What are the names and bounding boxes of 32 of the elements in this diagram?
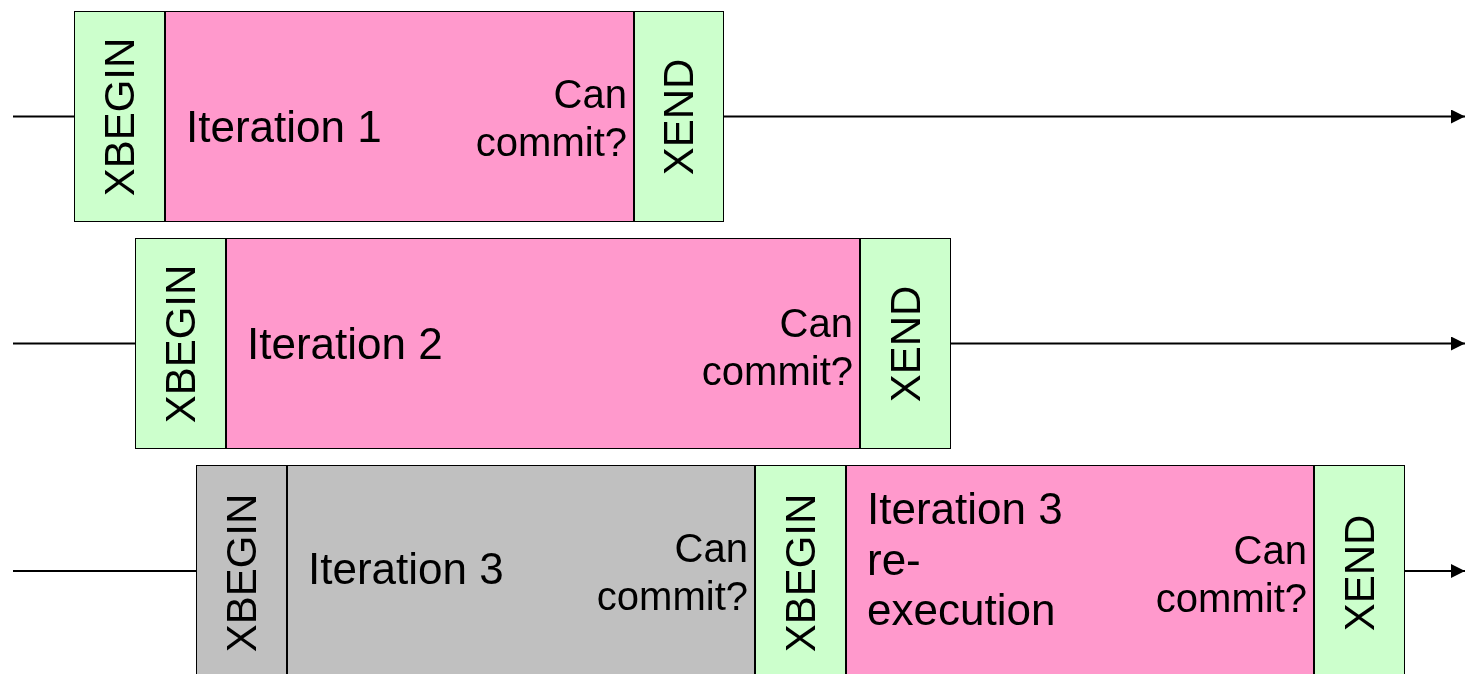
arrow bbox=[723, 109, 1466, 124]
iteration-label: Iteration 3 re-execution bbox=[867, 484, 1064, 636]
instruction-label: XBEGIN bbox=[159, 264, 202, 423]
commit-question: Can commit? bbox=[474, 71, 627, 166]
iteration-box bbox=[165, 11, 634, 222]
marker-box bbox=[196, 465, 287, 674]
marker-box bbox=[860, 238, 951, 449]
marker-box bbox=[135, 238, 226, 449]
marker-box bbox=[634, 11, 724, 222]
instruction-label: XBEGIN bbox=[779, 493, 822, 652]
iteration-label: Iteration 1 bbox=[186, 102, 383, 153]
marker-box bbox=[74, 11, 165, 222]
commit-question: Can commit? bbox=[595, 525, 748, 620]
instruction-label: XEND bbox=[658, 58, 700, 175]
marker-box bbox=[1314, 465, 1405, 674]
iteration-label: Iteration 2 bbox=[247, 319, 444, 370]
marker-box bbox=[755, 465, 846, 674]
line bbox=[12, 570, 197, 572]
iteration-label: Iteration 3 bbox=[308, 544, 505, 595]
instruction-label: XEND bbox=[884, 285, 927, 402]
instruction-label: XEND bbox=[1338, 514, 1381, 631]
instruction-label: XBEGIN bbox=[220, 493, 263, 652]
instruction-label: XBEGIN bbox=[98, 37, 141, 196]
commit-question: Can commit? bbox=[1154, 527, 1307, 622]
arrow bbox=[1404, 564, 1466, 578]
line bbox=[12, 342, 136, 345]
arrow bbox=[950, 336, 1466, 351]
line bbox=[12, 115, 75, 118]
iteration-box bbox=[287, 465, 755, 674]
iteration-box bbox=[846, 465, 1314, 674]
iteration-box bbox=[226, 238, 860, 449]
commit-question: Can commit? bbox=[700, 300, 853, 395]
